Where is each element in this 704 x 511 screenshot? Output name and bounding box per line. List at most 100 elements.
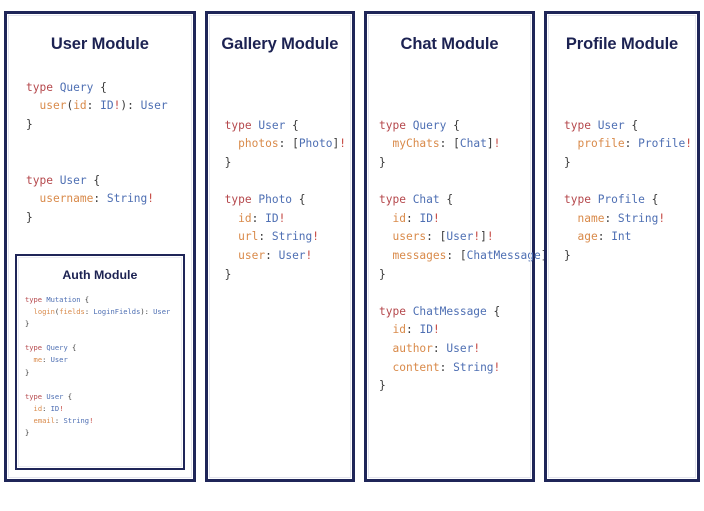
code-token: }	[25, 428, 30, 438]
code-line: }	[25, 318, 183, 330]
code-token: User	[46, 391, 64, 401]
code-token: !	[685, 137, 693, 151]
module-title: Profile Module	[565, 35, 679, 53]
code-token	[379, 342, 392, 355]
code-token: url	[238, 230, 259, 244]
code-token: type	[26, 80, 60, 94]
code-line: }	[225, 154, 346, 173]
code-token: ):	[140, 307, 154, 317]
code-line: user: User!	[225, 247, 346, 266]
code-token: !	[59, 403, 64, 413]
code-token: :	[265, 248, 279, 262]
code-token	[225, 230, 238, 243]
code-token: }	[224, 155, 232, 169]
code-token: [	[453, 137, 460, 151]
code-line: }	[225, 266, 346, 285]
code-token: name	[577, 211, 605, 225]
code-line: id: ID!	[25, 403, 183, 415]
code-token: {	[80, 295, 90, 304]
code-line: type Photo {	[225, 191, 346, 210]
code-token: :	[405, 323, 420, 337]
code-token: type	[224, 118, 259, 132]
code-token: :	[439, 137, 454, 151]
code-token: ChatMessage	[412, 304, 487, 318]
code-line: type Chat {	[379, 191, 526, 210]
code-token: :	[251, 211, 266, 225]
code-token: :	[84, 307, 94, 317]
code-token: User	[278, 248, 306, 262]
code-token: [	[292, 137, 299, 151]
code-token: user	[238, 248, 266, 262]
code-line	[26, 135, 187, 154]
code-token: Chat	[459, 137, 487, 151]
code-token: }	[379, 155, 386, 169]
code-token: type	[26, 173, 60, 187]
code-token: !	[473, 230, 481, 244]
code-token: String	[453, 360, 494, 374]
code-token: ID	[100, 99, 114, 113]
code-token: type	[379, 193, 413, 207]
code-line: }	[379, 266, 526, 285]
code-token	[225, 249, 238, 262]
code-token: :	[278, 137, 293, 151]
code-token: {	[63, 391, 72, 401]
code-token: :	[446, 248, 460, 262]
code-token	[379, 137, 392, 150]
code-token: Photo	[258, 193, 293, 207]
code-token: !	[278, 211, 286, 225]
code-token: fields	[59, 307, 85, 317]
code-token: id	[238, 211, 252, 225]
code-token: me	[33, 355, 43, 365]
code-token: [	[439, 230, 447, 244]
code-token: type	[379, 304, 413, 318]
code-line: url: String!	[225, 228, 346, 247]
module-code-user: type Query { user(id: ID!): User} type U…	[7, 55, 193, 228]
code-token	[564, 212, 577, 225]
code-token: (	[54, 307, 60, 317]
code-token: :	[405, 211, 420, 225]
code-token: ID	[419, 211, 433, 225]
code-line: }	[25, 367, 183, 379]
code-token: !	[493, 137, 501, 151]
module-card-profile[interactable]: Profile Module type User { profile: Profi…	[544, 11, 700, 482]
code-token: {	[644, 193, 659, 207]
code-line: profile: Profile!	[564, 135, 693, 154]
code-line: type Query {	[379, 117, 526, 136]
module-title: Gallery Module	[221, 35, 339, 53]
code-token: :	[624, 137, 639, 151]
code-token: myChats	[392, 137, 440, 151]
code-token: :	[426, 230, 440, 244]
code-token: User	[59, 173, 87, 187]
code-line: me: User	[25, 354, 183, 366]
code-token: {	[292, 193, 306, 207]
code-token: type	[564, 118, 598, 132]
code-token: !	[339, 137, 346, 151]
code-token: :	[597, 230, 612, 244]
code-token	[225, 137, 238, 150]
code-token: type	[564, 193, 598, 207]
code-token: email	[33, 415, 55, 425]
code-token	[25, 404, 34, 413]
code-token: type	[25, 295, 47, 304]
code-line	[225, 173, 346, 192]
code-token: }	[26, 117, 33, 131]
code-token: :	[93, 192, 107, 206]
code-token	[25, 355, 34, 364]
code-token: Int	[611, 230, 632, 244]
code-token: !	[432, 323, 440, 337]
code-token: }	[379, 267, 386, 281]
code-line: myChats: [Chat]!	[379, 135, 526, 154]
code-token: User	[50, 355, 68, 365]
code-token: {	[93, 80, 107, 94]
code-token: {	[486, 304, 501, 318]
code-token: Query	[412, 118, 447, 132]
code-line	[25, 379, 183, 391]
code-line: type ChatMessage {	[379, 303, 526, 322]
code-line: type User {	[564, 117, 691, 136]
code-line: type User {	[25, 391, 183, 403]
code-line: id: ID!	[379, 321, 526, 340]
